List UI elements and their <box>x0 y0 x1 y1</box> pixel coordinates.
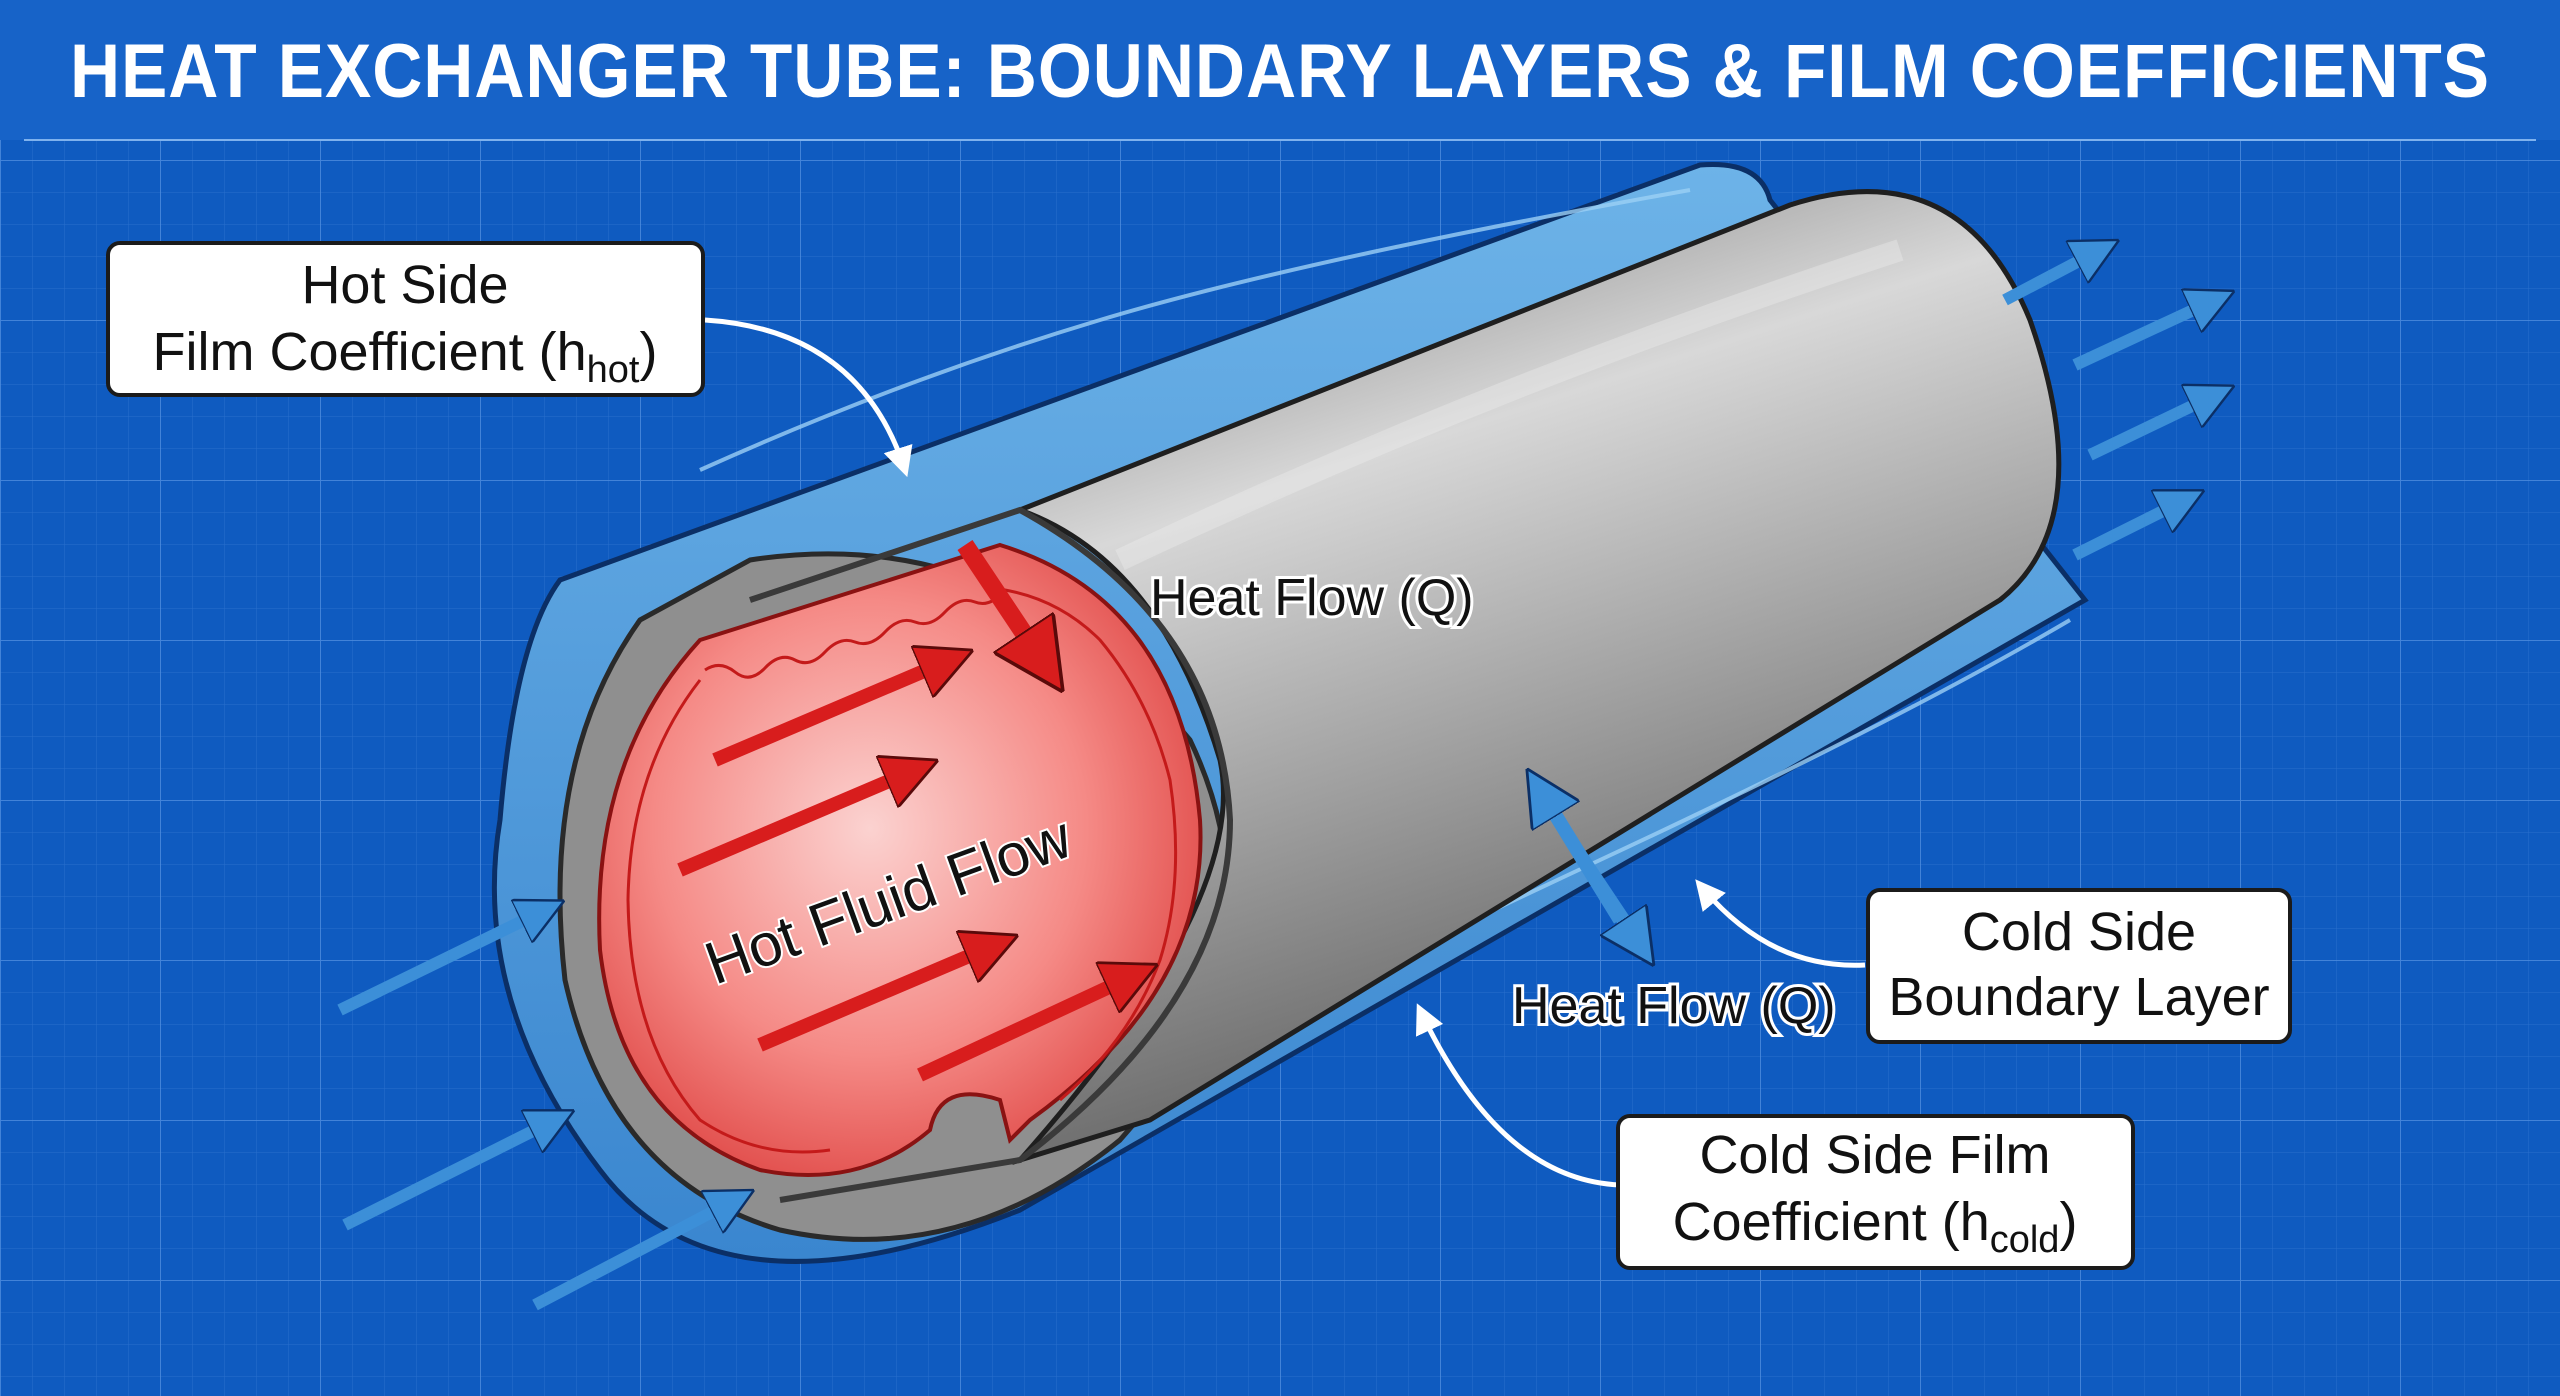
cold-inflow-arrow <box>532 1200 735 1311</box>
cold-boundary-line1: Cold Side <box>1962 902 2196 962</box>
cold-boundary-line2: Boundary Layer <box>1888 967 2269 1027</box>
hot-film-line1: Hot Side <box>301 255 508 315</box>
cold-film-label-box <box>1616 1114 2135 1270</box>
pointer-hot-film <box>704 317 913 478</box>
cold-film-end: ) <box>2059 1192 2077 1252</box>
hot-boundary-wave-left <box>626 679 831 1154</box>
cold-film-subscript: cold <box>1990 1219 2060 1261</box>
inner-wall-edge <box>749 506 1234 1203</box>
heat-flow-down-arrow <box>957 540 1045 665</box>
cold-boundary-label: Cold Side Boundary Layer <box>1866 888 2292 1044</box>
heat-flow-bottom-label: Heat Flow (Q) <box>1512 977 1836 1035</box>
hot-film-end: ) <box>639 322 657 382</box>
hot-flow-arrow <box>917 975 1135 1082</box>
cold-film-line1: Cold Side Film <box>1699 1125 2050 1185</box>
cold-fluid-arrows <box>337 250 2215 1311</box>
hot-film-label-box <box>106 241 705 397</box>
hot-film-line2: Film Coefficient (hhot) <box>153 322 658 391</box>
heat-flow-double-arrow <box>1574 851 1640 945</box>
hot-film-subscript: hot <box>587 349 640 391</box>
cold-film-line2: Coefficient (hcold) <box>1673 1192 2078 1261</box>
cold-inflow-arrow <box>337 910 545 1016</box>
cold-boundary-label-box <box>1866 888 2292 1044</box>
hot-flow-arrow <box>757 945 995 1052</box>
pointer-cold-film <box>1416 1003 1621 1188</box>
heat-flow-top-label: Heat Flow (Q) <box>1150 569 1474 627</box>
cold-film-main: Coefficient (h <box>1673 1192 1990 1252</box>
cold-outflow-arrow <box>2087 395 2215 461</box>
pointer-cold-boundary <box>1695 879 1866 968</box>
hot-film-main: Film Coefficient (h <box>153 322 587 382</box>
outer-layer-wave <box>699 188 1691 472</box>
hot-boundary-wave <box>704 588 1178 1102</box>
cold-outflow-arrow <box>2072 500 2185 561</box>
cold-outflow-arrow <box>2072 300 2215 371</box>
hot-fluid-arrows <box>677 540 1135 1082</box>
cold-inflow-arrow <box>342 1120 555 1231</box>
hot-film-label: Hot Side Film Coefficient (hhot) <box>106 241 705 397</box>
cold-film-label: Cold Side Film Coefficient (hcold) <box>1616 1114 2135 1270</box>
pointer-lines <box>704 317 1866 1188</box>
page-title: HEAT EXCHANGER TUBE: BOUNDARY LAYERS & F… <box>70 29 2490 114</box>
cold-outflow-arrow <box>2002 250 2100 306</box>
hot-flow-arrow <box>712 660 950 767</box>
title-bar <box>0 0 2560 140</box>
hot-flow-arrow <box>677 770 915 877</box>
cylinder-highlight <box>1115 239 1904 570</box>
